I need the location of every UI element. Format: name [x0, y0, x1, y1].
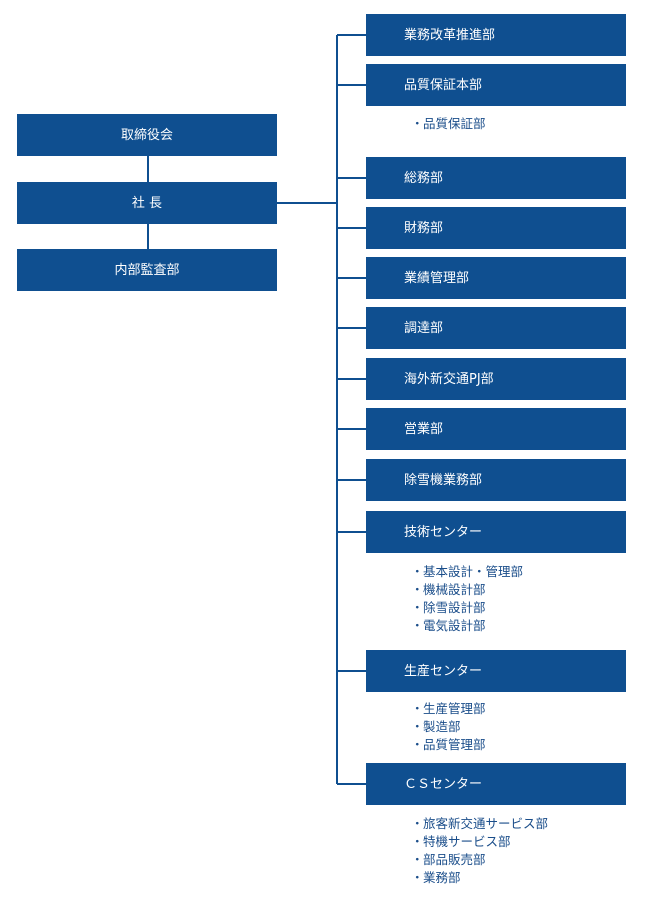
sub-department-list: 生産管理部製造部品質管理部	[411, 700, 486, 754]
department-box: 業務改革推進部	[366, 14, 626, 56]
department-label: 業務改革推進部	[404, 27, 496, 43]
sub-department-item: 除雪設計部	[411, 599, 523, 617]
department-label: 調達部	[404, 320, 444, 336]
internal-audit-box: 内部監査部	[17, 249, 277, 291]
sub-department-item: 品質保証部	[411, 115, 486, 133]
sub-department-item: 基本設計・管理部	[411, 563, 523, 581]
department-box: 技術センター	[366, 511, 626, 553]
sub-department-item: 機械設計部	[411, 581, 523, 599]
department-box: 除雪機業務部	[366, 459, 626, 501]
sub-department-item: 旅客新交通サービス部	[411, 815, 548, 833]
department-label: 技術センター	[404, 524, 483, 540]
department-box: 総務部	[366, 157, 626, 199]
department-label: 生産センター	[404, 663, 483, 679]
department-box: 業績管理部	[366, 257, 626, 299]
department-box: 調達部	[366, 307, 626, 349]
board-label: 取締役会	[120, 127, 173, 143]
department-label: 業績管理部	[404, 270, 470, 286]
board-box: 取締役会	[17, 114, 277, 156]
sub-department-item: 部品販売部	[411, 851, 548, 869]
department-box: 財務部	[366, 207, 626, 249]
sub-department-item: 生産管理部	[411, 700, 486, 718]
department-box: 営業部	[366, 408, 626, 450]
sub-department-item: 業務部	[411, 869, 548, 887]
department-label: 財務部	[404, 220, 444, 236]
sub-department-list: 基本設計・管理部機械設計部除雪設計部電気設計部	[411, 563, 523, 635]
department-label: 除雪機業務部	[404, 472, 483, 488]
department-label: 総務部	[404, 170, 444, 186]
sub-department-list: 品質保証部	[411, 115, 486, 133]
sub-department-item: 電気設計部	[411, 617, 523, 635]
president-label: 社 長	[131, 195, 163, 211]
president-box: 社 長	[17, 182, 277, 224]
department-box: 生産センター	[366, 650, 626, 692]
department-box: 品質保証本部	[366, 64, 626, 106]
department-label: 営業部	[404, 421, 444, 437]
sub-department-item: 製造部	[411, 718, 486, 736]
sub-department-list: 旅客新交通サービス部特機サービス部部品販売部業務部	[411, 815, 548, 887]
sub-department-item: 特機サービス部	[411, 833, 548, 851]
internal-audit-label: 内部監査部	[114, 262, 180, 278]
sub-department-item: 品質管理部	[411, 736, 486, 754]
department-label: 海外新交通PJ部	[404, 371, 494, 387]
department-label: 品質保証本部	[404, 77, 483, 93]
department-box: 海外新交通PJ部	[366, 358, 626, 400]
department-label: ＣＳセンター	[404, 776, 483, 792]
department-box: ＣＳセンター	[366, 763, 626, 805]
